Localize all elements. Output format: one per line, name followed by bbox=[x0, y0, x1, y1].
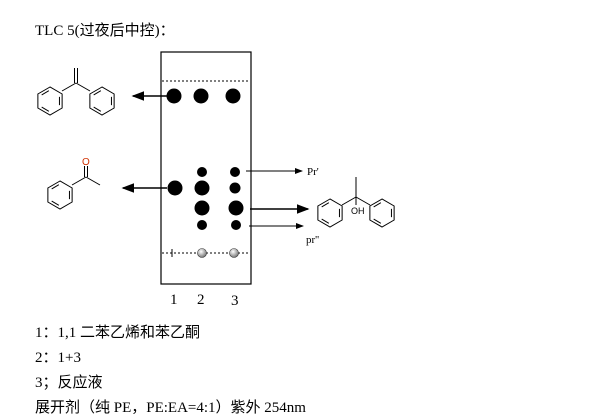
figure-title: TLC 5(过夜后中控)： bbox=[35, 23, 175, 39]
benzene-ring bbox=[37, 86, 63, 116]
structure-1-1-diphenylethylene bbox=[37, 68, 115, 116]
double-bond bbox=[93, 90, 102, 96]
spot-lane1-acetophenone bbox=[167, 180, 183, 196]
spot-lane3-pr1 bbox=[230, 167, 240, 177]
double-bond bbox=[321, 218, 330, 224]
double-bond bbox=[321, 202, 330, 208]
hydroxyl-label: OH bbox=[351, 206, 365, 216]
legend-line-3: 3；反应液 bbox=[35, 375, 103, 391]
spot-lane2-baseline bbox=[197, 248, 207, 258]
double-bond bbox=[51, 184, 60, 190]
spot-lane3-top bbox=[225, 88, 241, 104]
double-bond bbox=[373, 218, 382, 224]
legend-line-1: 1：1,1 二苯乙烯和苯乙酮 bbox=[35, 325, 201, 341]
double-bond bbox=[51, 200, 60, 206]
benzene-ring bbox=[317, 198, 343, 228]
spot-lane2-pr2 bbox=[197, 220, 207, 230]
spot-lane3-baseline bbox=[229, 248, 239, 258]
spot-lane2-alcohol bbox=[194, 200, 210, 216]
label-pr2: pr'' bbox=[306, 234, 319, 246]
double-bond bbox=[41, 90, 50, 96]
lane-label-1: 1 bbox=[170, 292, 178, 308]
spot-lane2-top bbox=[193, 88, 209, 104]
oxygen-label: O bbox=[82, 157, 90, 168]
double-bond bbox=[93, 106, 102, 112]
tlc-plate bbox=[160, 51, 252, 285]
legend-line-2: 2：1+3 bbox=[35, 350, 81, 366]
legend-line-4: 展开剂（纯 PE，PE:EA=4:1）紫外 254nm bbox=[35, 400, 306, 416]
spot-lane3-acetophenone bbox=[229, 182, 241, 194]
spot-lane2-acetophenone bbox=[194, 180, 210, 196]
structure-1-1-diphenylethanol bbox=[317, 177, 395, 228]
benzene-ring bbox=[47, 180, 73, 210]
label-pr1: Pr' bbox=[307, 166, 319, 178]
spot-lane3-alcohol bbox=[228, 200, 244, 216]
double-bond bbox=[373, 202, 382, 208]
spot-lane3-pr2 bbox=[231, 220, 241, 230]
lane-label-3: 3 bbox=[231, 293, 239, 309]
spot-lane1-diphenylethylene bbox=[166, 88, 182, 104]
structure-acetophenone bbox=[47, 166, 101, 210]
lane-label-2: 2 bbox=[197, 292, 205, 308]
double-bond bbox=[41, 106, 50, 112]
benzene-ring bbox=[89, 86, 115, 116]
spot-lane2-pr1 bbox=[197, 167, 207, 177]
benzene-ring bbox=[369, 198, 395, 228]
